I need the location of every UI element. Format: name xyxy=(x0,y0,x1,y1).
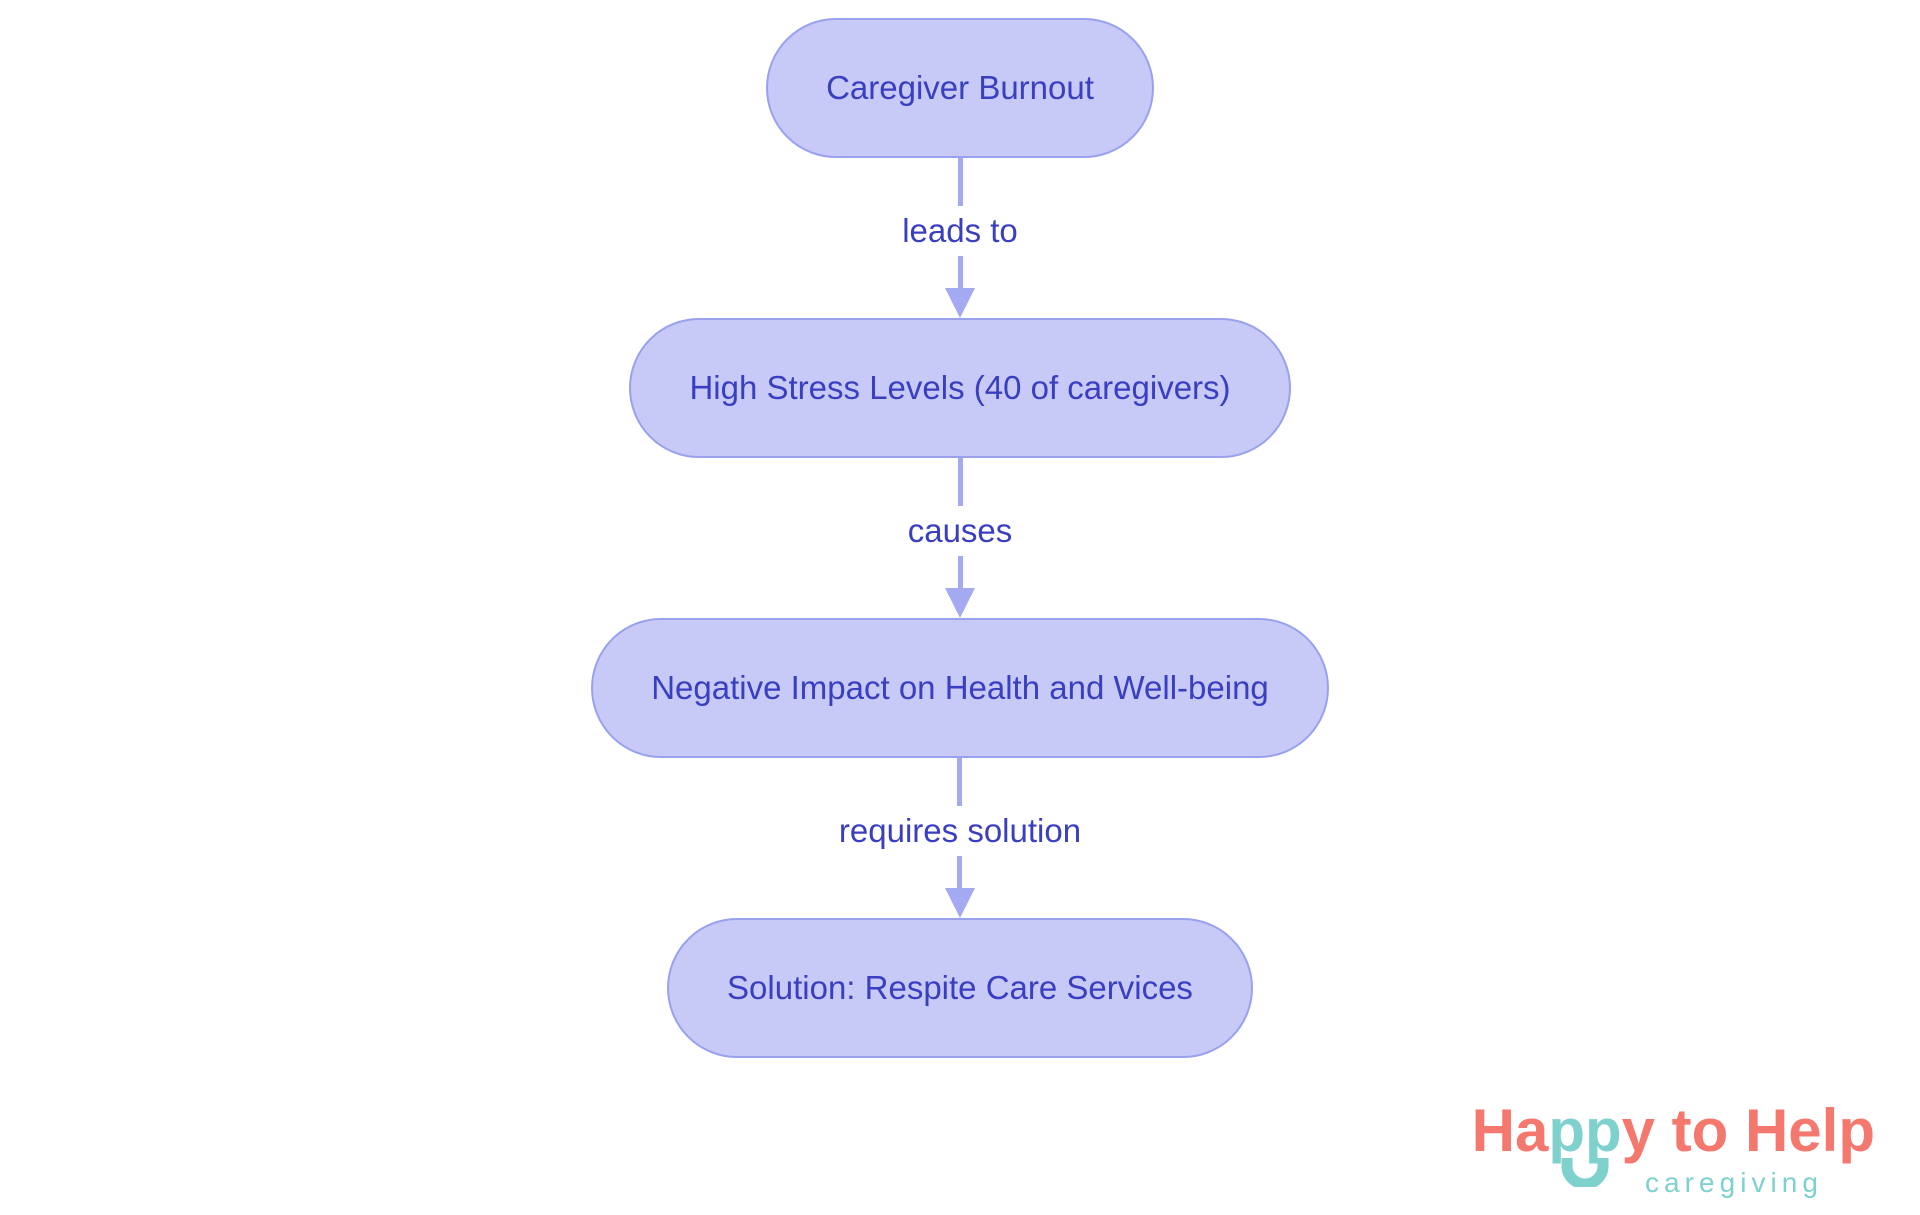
edge-line xyxy=(957,556,963,588)
edge-label: leads to xyxy=(902,212,1018,249)
edge-line xyxy=(957,458,963,506)
edge-line xyxy=(957,256,963,288)
node-label: Negative Impact on Health and Well-being xyxy=(651,669,1269,706)
edge-line xyxy=(957,158,963,206)
arrow-down-icon xyxy=(945,588,975,618)
edge-label: requires solution xyxy=(838,812,1082,849)
edge-line xyxy=(957,856,963,888)
arrow-down-icon xyxy=(944,888,975,918)
flow-edge-leads-to: leads to xyxy=(902,158,1018,318)
flow-edge-causes: causes xyxy=(907,458,1013,618)
edge-label: causes xyxy=(907,512,1013,549)
logo-wordmark-accent: pp xyxy=(1548,1101,1622,1187)
flow-node-negative-impact: Negative Impact on Health and Well-being xyxy=(591,618,1329,758)
smile-icon xyxy=(1561,1158,1609,1187)
arrow-down-icon xyxy=(945,288,975,318)
flow-node-solution-respite-care: Solution: Respite Care Services xyxy=(667,918,1253,1058)
flow-edge-requires-solution: requires solution xyxy=(839,758,1081,918)
logo-wordmark-part: y to Help xyxy=(1621,1097,1875,1164)
node-label: Solution: Respite Care Services xyxy=(727,969,1193,1006)
logo-wordmark-part: pp xyxy=(1548,1097,1622,1164)
edge-line xyxy=(957,758,963,806)
logo-wordmark-part: Ha xyxy=(1471,1097,1549,1164)
flow-node-caregiver-burnout: Caregiver Burnout xyxy=(766,18,1154,158)
flowchart: Caregiver Burnout leads to High Stress L… xyxy=(0,18,1920,1058)
node-label: High Stress Levels (40 of caregivers) xyxy=(689,369,1231,406)
flow-node-high-stress-levels: High Stress Levels (40 of caregivers) xyxy=(629,318,1291,458)
node-label: Caregiver Burnout xyxy=(826,69,1094,106)
logo-tagline: caregiving xyxy=(1644,1167,1823,1198)
